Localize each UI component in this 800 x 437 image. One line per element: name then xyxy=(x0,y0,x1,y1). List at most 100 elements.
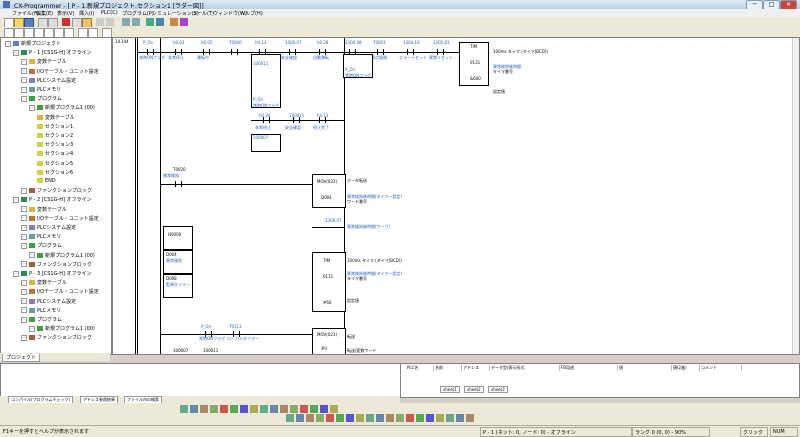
expand-collapse-icon[interactable]: - xyxy=(21,233,27,240)
grid-icon[interactable] xyxy=(306,414,314,422)
tree-item[interactable]: -新規プログラム1 (00) xyxy=(29,104,95,111)
tree-item[interactable]: -PLCシステム設定 xyxy=(21,224,76,231)
menu-program[interactable]: プログラム(P) xyxy=(122,11,154,17)
column-address[interactable]: アドレス xyxy=(463,365,490,371)
last-icon[interactable] xyxy=(250,405,258,413)
contact[interactable] xyxy=(233,331,240,337)
expand-collapse-icon[interactable]: - xyxy=(21,279,27,286)
menu-plc[interactable]: PLC(C) xyxy=(101,10,118,16)
timer-block[interactable]: TIM 0111 #60 xyxy=(312,252,346,312)
menu-insert[interactable]: 挿入(I) xyxy=(79,11,95,17)
contact[interactable] xyxy=(349,49,356,55)
info-icon[interactable] xyxy=(456,414,464,422)
expand-collapse-icon[interactable]: - xyxy=(13,270,19,277)
expand-collapse-icon[interactable]: - xyxy=(21,288,27,295)
tree-item[interactable]: -プログラム xyxy=(21,95,62,102)
next-icon[interactable] xyxy=(240,405,248,413)
tree-item[interactable]: -I/Oテーブル・ユニット設定 xyxy=(21,288,99,295)
contact[interactable] xyxy=(263,117,270,123)
zoom-in-icon[interactable] xyxy=(122,18,130,26)
contact[interactable] xyxy=(377,49,384,55)
expand-collapse-icon[interactable]: - xyxy=(21,77,27,84)
mov-block[interactable]: MOV(021) #0 xyxy=(312,328,346,354)
column-value-binary[interactable]: 値(2進) xyxy=(673,365,700,371)
cut-icon[interactable] xyxy=(62,18,70,26)
compile-icon[interactable] xyxy=(426,414,434,422)
expand-collapse-icon[interactable]: - xyxy=(21,187,27,194)
tree-item[interactable]: セクション4 xyxy=(37,150,73,157)
contact[interactable] xyxy=(319,117,326,123)
tree-item[interactable]: -PLCメモリ xyxy=(21,233,61,240)
tree-item[interactable]: -変数テーブル xyxy=(21,206,67,213)
monitor-icon[interactable] xyxy=(346,414,354,422)
expand-collapse-icon[interactable]: - xyxy=(21,95,27,102)
tree-item[interactable]: END xyxy=(37,178,56,185)
help-icon[interactable] xyxy=(466,414,474,422)
force-on-icon[interactable] xyxy=(356,414,364,422)
compile-icon[interactable] xyxy=(180,18,188,26)
step-icon[interactable] xyxy=(230,405,238,413)
replace-icon[interactable] xyxy=(310,405,318,413)
tree-item[interactable]: セクション2 xyxy=(37,132,73,139)
contact[interactable] xyxy=(319,49,326,55)
tree-item[interactable]: 変数テーブル xyxy=(37,114,75,121)
tree-item[interactable]: -新規プログラム1 (00) xyxy=(29,325,95,332)
expand-collapse-icon[interactable]: - xyxy=(21,307,27,314)
column-value[interactable]: 値 xyxy=(619,365,672,371)
transfer-icon[interactable] xyxy=(406,414,414,422)
menu-window[interactable]: ウィンドウ(W) xyxy=(213,11,247,17)
menu-simulation[interactable]: シミュレーション(S) xyxy=(152,11,199,17)
expand-collapse-icon[interactable]: - xyxy=(21,68,27,75)
zoom-out-icon[interactable] xyxy=(286,414,294,422)
tree-item[interactable]: -新規プロジェクト xyxy=(5,40,61,47)
tree-item[interactable]: -P - 3 [CS1G-H] オフライン xyxy=(13,270,92,277)
menu-tools[interactable]: ツール(T) xyxy=(192,11,214,17)
hold-block[interactable]: D004 異常検知 xyxy=(163,250,193,274)
force-off-icon[interactable] xyxy=(366,414,374,422)
tree-item[interactable]: -I/Oテーブル・ユニット設定 xyxy=(21,215,99,222)
watch-icon[interactable] xyxy=(290,405,298,413)
zoom-in-icon[interactable] xyxy=(330,405,338,413)
expand-collapse-icon[interactable]: - xyxy=(21,298,27,305)
tab-sheet1[interactable]: sheet1 xyxy=(440,386,460,393)
contact[interactable] xyxy=(175,49,182,55)
menu-view[interactable]: 表示(V) xyxy=(57,11,75,17)
expand-collapse-icon[interactable]: - xyxy=(21,215,27,222)
tree-item[interactable]: セクション6 xyxy=(37,169,73,176)
stop-icon[interactable] xyxy=(220,405,228,413)
redo-icon[interactable] xyxy=(106,18,114,26)
hold-block[interactable]: D008 監視タイマー xyxy=(163,274,193,298)
expand-collapse-icon[interactable]: - xyxy=(21,316,27,323)
cycle-icon[interactable] xyxy=(270,405,278,413)
tree-item[interactable]: -ファンクションブロック xyxy=(21,187,92,194)
expand-collapse-icon[interactable]: - xyxy=(21,224,27,231)
tree-item[interactable]: -P - 1 [CS1G-H] オフライン xyxy=(13,49,92,56)
tree-item[interactable]: -プログラム xyxy=(21,242,62,249)
tree-item[interactable]: -プログラム xyxy=(21,316,62,323)
menu-help[interactable]: ヘルプ(H) xyxy=(240,11,263,17)
contact[interactable] xyxy=(293,117,300,123)
cross-ref-icon[interactable] xyxy=(336,414,344,422)
tree-item[interactable]: -PLCメモリ xyxy=(21,307,61,314)
contact[interactable] xyxy=(289,49,296,55)
address-icon[interactable] xyxy=(326,414,334,422)
column-comment[interactable]: コメント xyxy=(701,365,742,371)
expand-collapse-icon[interactable]: - xyxy=(29,104,35,111)
tree-item[interactable]: -I/Oテーブル・ユニット設定 xyxy=(21,68,99,75)
pause-icon[interactable] xyxy=(210,405,218,413)
expand-collapse-icon[interactable]: - xyxy=(21,58,27,65)
expand-collapse-icon[interactable]: - xyxy=(21,334,27,341)
column-name[interactable]: 名前 xyxy=(435,365,462,371)
tree-item[interactable]: -P - 2 [CS1G-H] オフライン xyxy=(13,196,92,203)
column-plc-name[interactable]: PLC名 xyxy=(407,365,434,371)
expand-collapse-icon[interactable]: - xyxy=(21,242,27,249)
tree-item[interactable]: -ファンクションブロック xyxy=(21,334,92,341)
tree-item[interactable]: -PLCシステム設定 xyxy=(21,77,76,84)
column-data-type[interactable]: データ型/表示形式 xyxy=(491,365,560,371)
timer-block[interactable]: TIM 0131 &600 xyxy=(459,42,489,86)
expand-collapse-icon[interactable]: - xyxy=(21,261,27,268)
error-icon[interactable] xyxy=(446,414,454,422)
tree-item[interactable]: -PLCメモリ xyxy=(21,86,61,93)
hold-block[interactable]: H0000 xyxy=(163,226,193,250)
play-icon[interactable] xyxy=(200,405,208,413)
